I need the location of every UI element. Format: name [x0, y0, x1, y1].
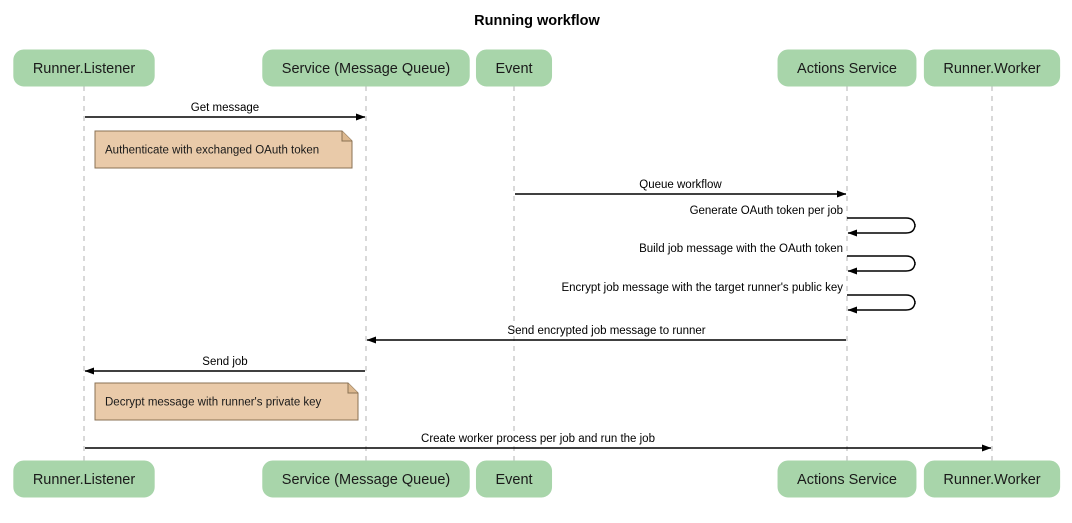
actor-label: Service (Message Queue)	[282, 472, 450, 488]
note-body	[94, 382, 359, 421]
actor-service-message-queue-bottom[interactable]: Service (Message Queue)	[262, 460, 470, 498]
actor-box	[13, 460, 155, 498]
message-generate-oauth-token-per-job[interactable]: Generate OAuth token per job	[690, 205, 916, 237]
actor-runner-listener-bottom[interactable]: Runner.Listener	[13, 460, 155, 498]
note-fold-icon	[341, 131, 352, 142]
actor-label: Service (Message Queue)	[282, 61, 450, 77]
actor-label: Runner.Worker	[943, 472, 1040, 488]
actor-label: Event	[495, 472, 532, 488]
message-queue-workflow[interactable]: Queue workflow	[515, 179, 847, 198]
message-label: Build job message with the OAuth token	[639, 243, 843, 255]
message-label: Get message	[191, 102, 259, 114]
self-loop-path	[847, 255, 916, 275]
self-loop-path	[847, 217, 916, 237]
message-send-job[interactable]: Send job	[84, 356, 365, 375]
actor-label: Runner.Listener	[33, 61, 136, 77]
message-label: Queue workflow	[639, 179, 722, 191]
message-encrypt-job-message-with-public-key[interactable]: Encrypt job message with the target runn…	[561, 282, 916, 314]
actor-label: Event	[495, 61, 532, 77]
note-label: Authenticate with exchanged OAuth token	[105, 145, 319, 157]
actor-runner-listener-top[interactable]: Runner.Listener	[13, 49, 155, 87]
note-authenticate[interactable]: Authenticate with exchanged OAuth token	[94, 130, 353, 169]
actors-top-group: Runner.Listener Service (Message Queue) Ev…	[13, 49, 1061, 87]
message-build-job-message-with-oauth-token[interactable]: Build job message with the OAuth token	[639, 243, 916, 275]
message-create-worker-process-run-job[interactable]: Create worker process per job and run th…	[85, 433, 992, 452]
note-fold-icon	[347, 383, 358, 394]
actor-event-bottom[interactable]: Event	[475, 460, 553, 498]
self-loop-path	[847, 294, 916, 314]
note-body	[94, 130, 353, 169]
actor-box	[777, 49, 917, 87]
actor-label: Runner.Listener	[33, 472, 136, 488]
actors-bottom-group: Runner.Listener Service (Message Queue) Ev…	[13, 460, 1061, 498]
note-label: Decrypt message with runner's private ke…	[105, 397, 322, 409]
message-label: Generate OAuth token per job	[690, 205, 843, 217]
actor-box	[923, 49, 1061, 87]
actor-box	[13, 49, 155, 87]
actor-event-top[interactable]: Event	[475, 49, 553, 87]
actor-box	[262, 49, 470, 87]
message-label: Send job	[202, 356, 247, 368]
actor-box	[475, 49, 553, 87]
actor-box	[262, 460, 470, 498]
note-decrypt[interactable]: Decrypt message with runner's private ke…	[94, 382, 359, 421]
actor-label: Actions Service	[797, 61, 897, 77]
actor-actions-service-top[interactable]: Actions Service	[777, 49, 917, 87]
actor-runner-worker-top[interactable]: Runner.Worker	[923, 49, 1061, 87]
actor-label: Actions Service	[797, 472, 897, 488]
notes-group: Authenticate with exchanged OAuth tokenD…	[94, 130, 359, 421]
message-label: Send encrypted job message to runner	[507, 325, 705, 337]
actor-box	[923, 460, 1061, 498]
diagram-title: Running workflow	[474, 13, 600, 29]
lifelines-group	[83, 86, 993, 461]
message-label: Create worker process per job and run th…	[421, 433, 655, 445]
message-label: Encrypt job message with the target runn…	[561, 282, 843, 294]
message-send-encrypted-job-message-to-runner[interactable]: Send encrypted job message to runner	[366, 325, 846, 344]
actor-service-message-queue-top[interactable]: Service (Message Queue)	[262, 49, 470, 87]
actor-box	[777, 460, 917, 498]
actor-box	[475, 460, 553, 498]
actor-label: Runner.Worker	[943, 61, 1040, 77]
actor-runner-worker-bottom[interactable]: Runner.Worker	[923, 460, 1061, 498]
actor-actions-service-bottom[interactable]: Actions Service	[777, 460, 917, 498]
message-get-message[interactable]: Get message	[85, 102, 366, 121]
